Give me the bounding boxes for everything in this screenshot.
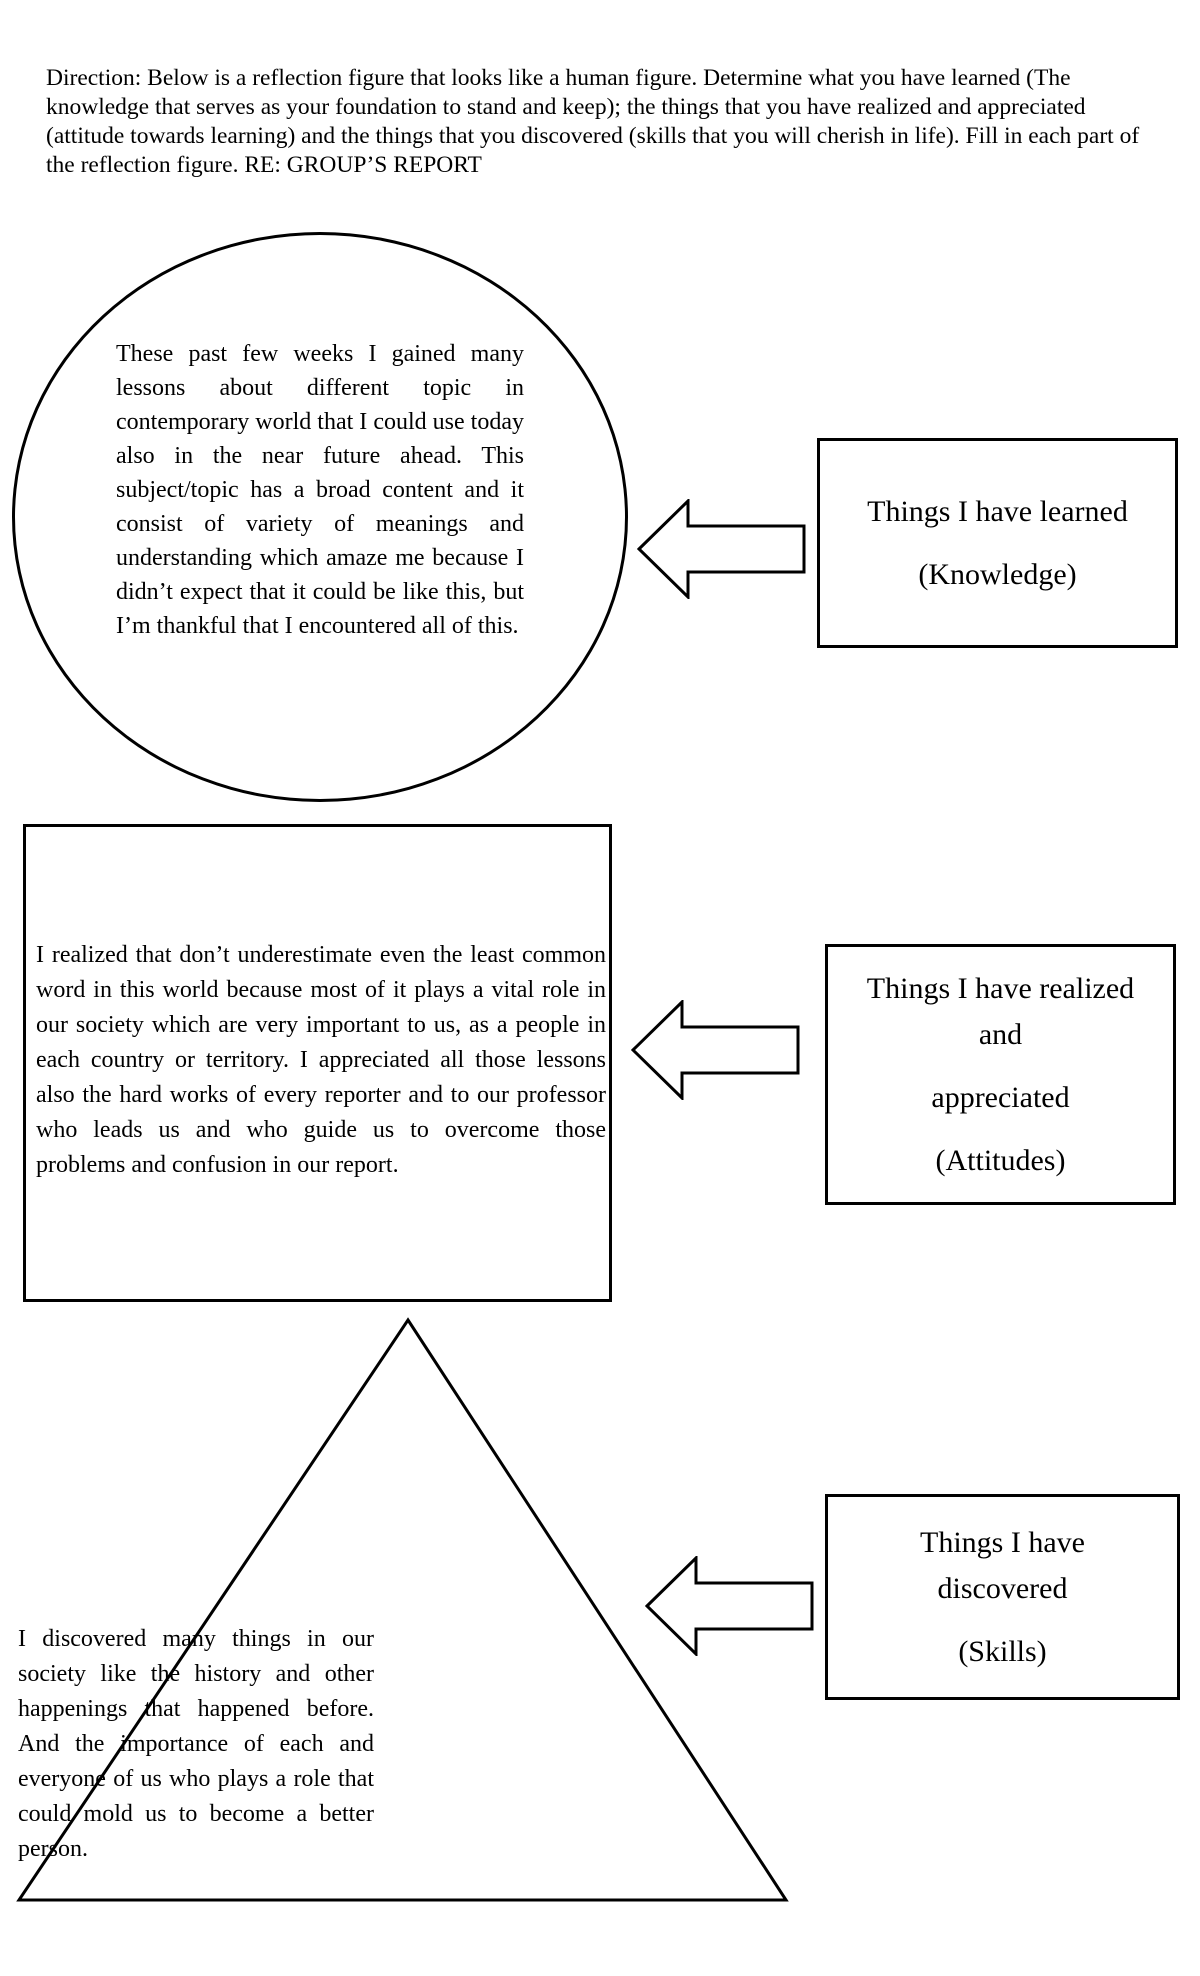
attitudes-left-arrow-icon — [631, 1000, 800, 1100]
attitudes-label-line-3: appreciated — [931, 1080, 1070, 1114]
triangle-reflection-text: I discovered many things in our society … — [18, 1626, 374, 1862]
attitudes-label-box: Things I have realized and appreciated (… — [825, 944, 1176, 1205]
rectangle-shape — [23, 824, 612, 1302]
skills-label-line-1: Things I have — [920, 1525, 1085, 1559]
knowledge-label-line-2: (Knowledge) — [918, 557, 1077, 591]
skills-left-arrow-icon — [645, 1556, 814, 1656]
attitudes-label-line-4: (Attitudes) — [935, 1143, 1066, 1177]
circle-shape — [12, 232, 628, 802]
knowledge-label-line-1: Things I have learned — [867, 494, 1128, 528]
direction-text: Direction: Below is a reflection figure … — [46, 64, 1140, 178]
triangle-shape — [16, 1317, 789, 1902]
skills-label-box: Things I have discovered (Skills) — [825, 1494, 1180, 1700]
circle-reflection-text: These past few weeks I gained many lesso… — [116, 341, 524, 639]
attitudes-label-line-2: and — [978, 1017, 1023, 1051]
skills-label-line-2: discovered — [937, 1571, 1068, 1605]
attitudes-label-line-1: Things I have realized — [866, 971, 1135, 1005]
knowledge-left-arrow-icon — [637, 499, 806, 599]
rectangle-reflection-text: I realized that don’t underestimate even… — [36, 942, 606, 1178]
skills-label-line-3: (Skills) — [958, 1634, 1047, 1668]
knowledge-label-box: Things I have learned (Knowledge) — [817, 438, 1178, 648]
